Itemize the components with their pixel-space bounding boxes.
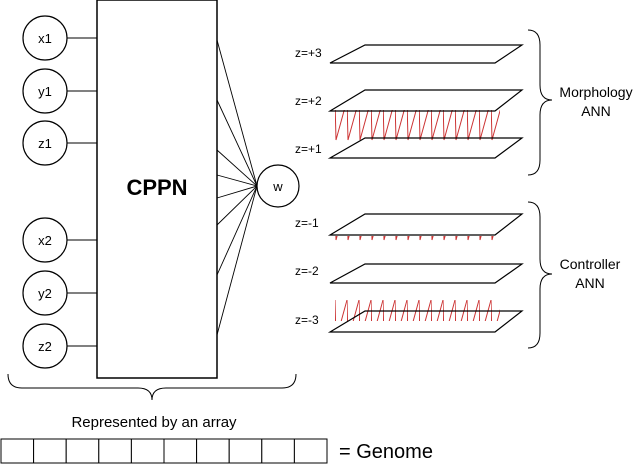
genome-cell [0, 438, 35, 464]
morphology-substrate: z=+3 z=+2 z=+1 [295, 44, 524, 159]
genome-cell [261, 438, 295, 464]
genome-cell [65, 438, 100, 464]
morphology-label-line2: ANN [581, 103, 611, 119]
controller-label-line2: ANN [575, 275, 605, 291]
input-node-y1: y1 [22, 68, 68, 114]
input-label-y2: y2 [38, 286, 52, 301]
input-node-z2: z2 [22, 323, 68, 369]
layer-plane-z-3 [327, 310, 524, 333]
input-node-x2: x2 [22, 217, 68, 263]
genome-cell [163, 438, 198, 464]
layer-plane-z-1 [327, 213, 524, 236]
input-label-y1: y1 [38, 84, 52, 99]
genome-cell [228, 438, 263, 464]
cppn-box: CPPN [96, 0, 218, 379]
layer-plane-z+2 [327, 89, 524, 112]
input-node-z1: z1 [22, 120, 68, 166]
genome-cell [293, 438, 328, 464]
output-label-w: w [272, 179, 283, 194]
genome-label: = Genome [339, 441, 433, 463]
genome-caption: Represented by an array [71, 414, 237, 431]
layer-plane-z+3 [329, 44, 524, 64]
input-label-z1: z1 [38, 136, 52, 151]
layer-label-z-3: z=-3 [295, 313, 319, 327]
cppn-label: CPPN [126, 175, 187, 200]
input-node-y2: y2 [22, 270, 68, 316]
inputs-brace [7, 373, 297, 401]
layer-label-z+3: z=+3 [295, 46, 322, 60]
input-label-x2: x2 [38, 233, 52, 248]
input-node-x1: x1 [22, 15, 68, 61]
controller-substrate: z=-1 z=-2 z=-3 [295, 213, 524, 333]
layer-label-z-2: z=-2 [295, 264, 319, 278]
layer-label-z-1: z=-1 [295, 216, 319, 230]
input-label-x1: x1 [38, 31, 52, 46]
controller-label-line1: Controller [560, 256, 621, 272]
genome-cell [196, 438, 230, 464]
input-connectors [67, 37, 97, 347]
morphology-brace [527, 29, 553, 176]
input-label-z2: z2 [38, 339, 52, 354]
genome-cell [98, 438, 132, 464]
genome-cell [33, 438, 67, 464]
layer-plane-z+1 [327, 137, 524, 159]
layer-plane-z-2 [329, 263, 524, 284]
cppn-output-fan [216, 39, 258, 336]
genome-array [0, 438, 328, 464]
genome-cell [130, 438, 165, 464]
output-node-w: w [256, 164, 300, 208]
morphology-label-line1: Morphology [559, 84, 632, 100]
controller-brace [527, 201, 553, 349]
layer-label-z+1: z=+1 [295, 142, 322, 156]
layer-label-z+2: z=+2 [295, 94, 322, 108]
